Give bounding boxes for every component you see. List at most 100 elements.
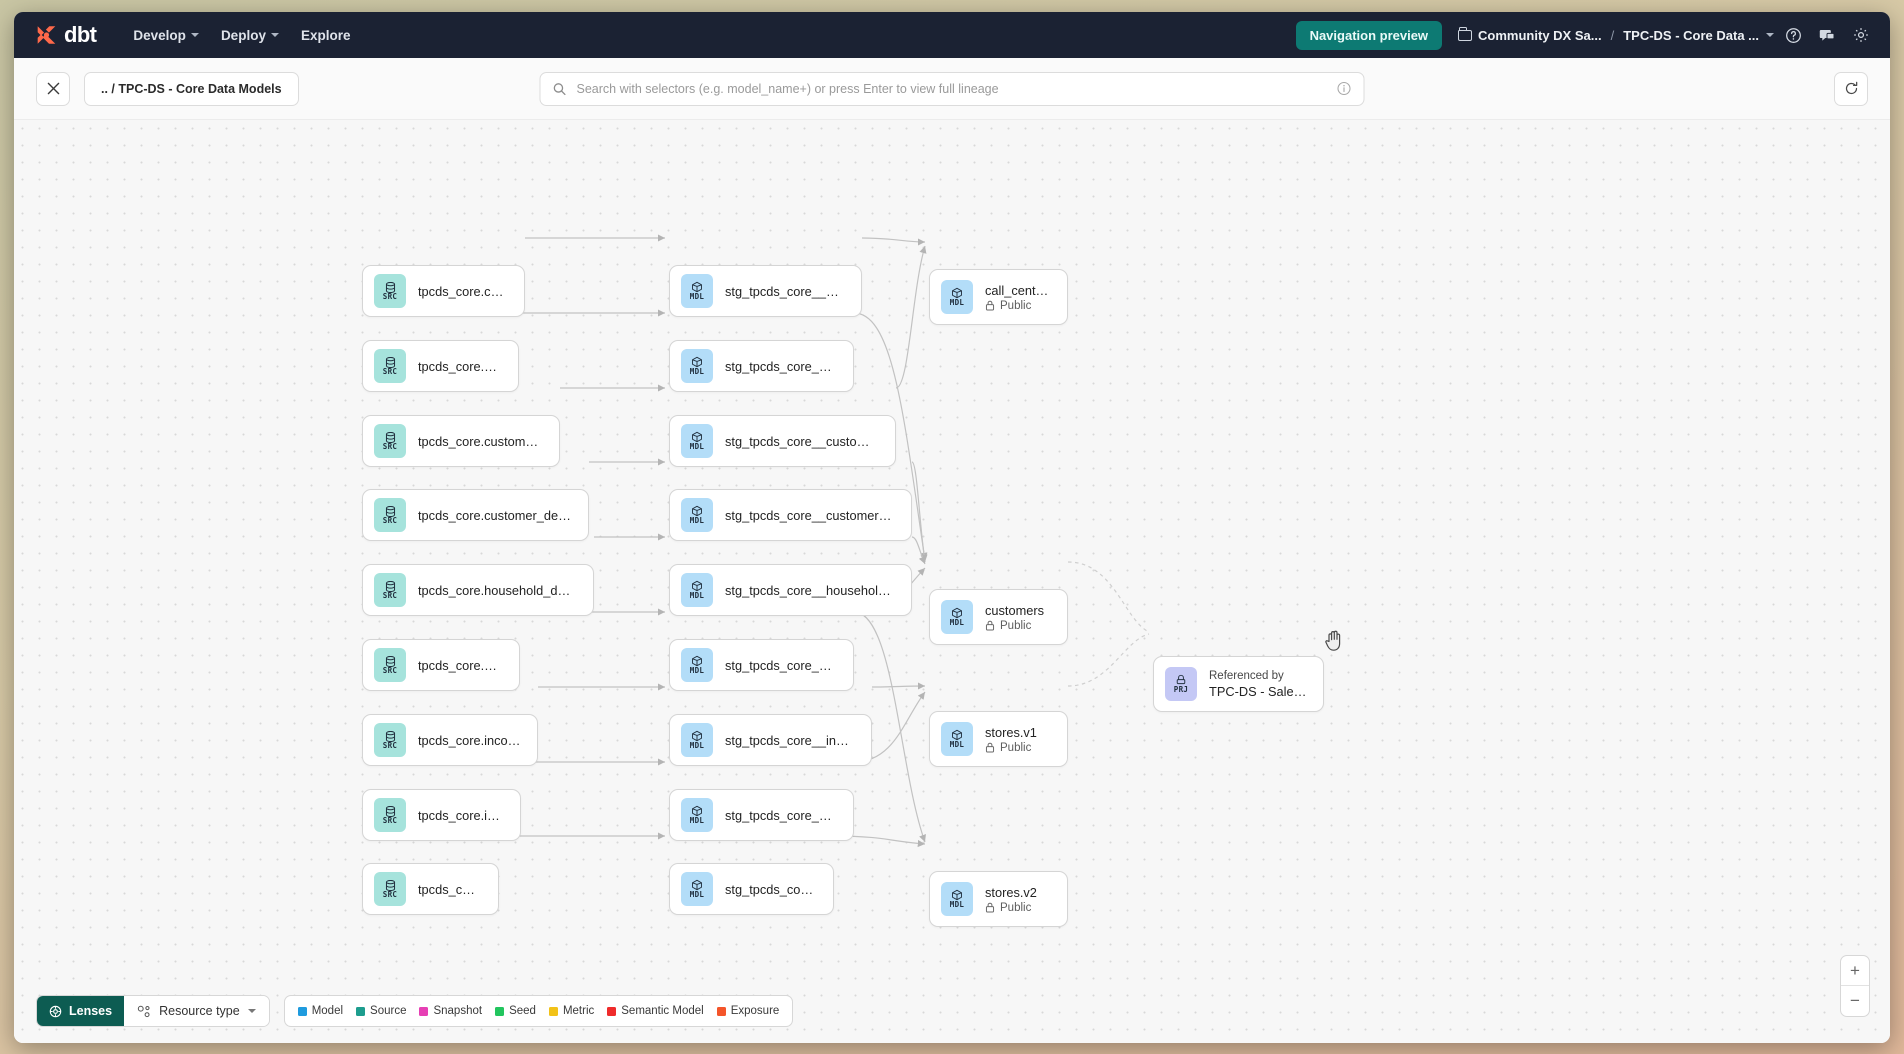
- model-badge-label: MDL: [689, 292, 705, 301]
- node-model[interactable]: MDL stg_tpcds_core__store: [669, 863, 834, 915]
- legend-item-snapshot: Snapshot: [419, 1005, 482, 1017]
- cube-icon: [952, 889, 962, 901]
- feedback-button[interactable]: [1812, 20, 1842, 50]
- search-input[interactable]: [576, 81, 1327, 96]
- node-label: stg_tpcds_core__customer: [725, 358, 837, 374]
- node-model[interactable]: MDL stg_tpcds_core__customer_address: [669, 415, 896, 467]
- node-model-public[interactable]: MDL stores.v1 Public: [929, 711, 1068, 767]
- nav-item-explore[interactable]: Explore: [290, 21, 362, 50]
- chevron-down-icon: [247, 1009, 256, 1013]
- node-model[interactable]: MDL stg_tpcds_core__inventory: [669, 789, 854, 841]
- node-model[interactable]: MDL stg_tpcds_core__income_band: [669, 714, 872, 766]
- node-source[interactable]: SRC tpcds_core.customer: [362, 340, 519, 392]
- node-model-public[interactable]: MDL stores.v2 Public: [929, 871, 1068, 927]
- legend-swatch: [607, 1006, 617, 1016]
- resource-type-icon: [137, 1005, 150, 1017]
- node-source[interactable]: SRC tpcds_core.date_dim: [362, 639, 520, 691]
- breadcrumb-separator: /: [1610, 27, 1615, 43]
- node-source[interactable]: SRC tpcds_core.call_center: [362, 265, 525, 317]
- source-badge-label: SRC: [382, 590, 398, 600]
- source-badge-label: SRC: [382, 515, 398, 525]
- legend-swatch: [716, 1006, 726, 1016]
- node-text: Referenced by TPC-DS - Sales Analytics: [1209, 670, 1307, 699]
- nav-item-deploy[interactable]: Deploy: [210, 21, 290, 50]
- node-text: customers Public: [985, 603, 1044, 632]
- model-badge: MDL: [681, 424, 713, 458]
- node-text: stores.v2 Public: [985, 885, 1037, 914]
- refresh-button[interactable]: [1834, 71, 1868, 106]
- database-icon: [385, 730, 395, 742]
- zoom-in-button[interactable]: +: [1841, 956, 1869, 986]
- database-icon: [385, 879, 395, 891]
- resource-type-dropdown[interactable]: Resource type: [124, 996, 269, 1026]
- chat-feedback-icon: [1819, 29, 1835, 41]
- close-lineage-button[interactable]: [36, 71, 70, 106]
- node-label: tpcds_core.date_dim: [418, 657, 503, 673]
- info-circle-icon[interactable]: [1337, 81, 1352, 96]
- project-breadcrumb[interactable]: TPC-DS - Core Data ...: [1623, 28, 1774, 43]
- node-label: stores.v1: [985, 724, 1037, 740]
- lenses-button[interactable]: Lenses: [37, 996, 125, 1026]
- node-model[interactable]: MDL stg_tpcds_core__date_dim: [669, 639, 854, 691]
- node-model[interactable]: MDL stg_tpcds_core__household_demogr...: [669, 564, 912, 616]
- model-badge: MDL: [681, 349, 713, 383]
- legend-item-source: Source: [356, 1005, 406, 1017]
- dbt-logo-icon: [34, 23, 59, 47]
- node-source[interactable]: SRC tpcds_core.inventory: [362, 789, 521, 841]
- source-badge: SRC: [374, 573, 406, 607]
- toolbar-right: [1834, 71, 1868, 106]
- settings-button[interactable]: [1846, 20, 1876, 50]
- lineage-canvas[interactable]: SRC tpcds_core.call_center SRC tpcds_cor…: [14, 120, 1890, 1043]
- grab-hand-cursor: [1324, 628, 1346, 652]
- resource-type-legend: Model Source Snapshot Seed: [283, 995, 794, 1027]
- node-model-public[interactable]: MDL customers Public: [929, 589, 1068, 645]
- model-badge: MDL: [941, 600, 973, 634]
- source-badge: SRC: [374, 424, 406, 458]
- node-source[interactable]: SRC tpcds_core.customer_address: [362, 415, 560, 467]
- node-label: stores.v2: [985, 884, 1037, 900]
- source-badge-label: SRC: [382, 815, 398, 825]
- model-badge: MDL: [941, 882, 973, 916]
- lock-icon: [985, 300, 995, 311]
- lineage-search: [539, 71, 1365, 106]
- zoom-out-button[interactable]: −: [1850, 991, 1860, 1010]
- account-breadcrumb[interactable]: Community DX Sa...: [1458, 26, 1602, 43]
- legend-label: Semantic Model: [621, 1005, 704, 1017]
- source-badge-label: SRC: [382, 291, 398, 301]
- node-label: tpcds_core.call_center: [418, 283, 508, 299]
- canvas-bottom-bar: Lenses Resource type Model: [36, 995, 794, 1027]
- chevron-down-icon: [1766, 33, 1774, 37]
- node-source[interactable]: SRC tpcds_core.customer_demographics: [362, 489, 589, 541]
- node-source[interactable]: SRC tpcds_core.store: [362, 863, 499, 915]
- legend-label: Exposure: [730, 1005, 780, 1017]
- nav-item-develop[interactable]: Develop: [122, 21, 210, 50]
- node-model[interactable]: MDL stg_tpcds_core__call_center: [669, 265, 862, 317]
- node-model[interactable]: MDL stg_tpcds_core__customer: [669, 340, 854, 392]
- database-icon: [385, 431, 395, 443]
- cube-icon: [692, 281, 702, 293]
- node-source[interactable]: SRC tpcds_core.income_band: [362, 714, 538, 766]
- gear-icon: [1854, 28, 1868, 42]
- navigation-preview-button[interactable]: Navigation preview: [1295, 20, 1443, 50]
- nav-item-develop-label: Develop: [133, 27, 186, 43]
- node-access: Public: [985, 620, 1044, 632]
- help-button[interactable]: [1778, 20, 1808, 50]
- source-badge: SRC: [374, 798, 406, 832]
- dbt-logo[interactable]: dbt: [28, 22, 97, 48]
- project-stack-icon: [1176, 674, 1186, 685]
- close-icon: [47, 82, 59, 95]
- referenced-by-label: Referenced by: [1209, 669, 1284, 682]
- node-project-reference[interactable]: PRJ Referenced by TPC-DS - Sales Analyti…: [1153, 656, 1324, 712]
- source-badge-label: SRC: [382, 366, 398, 376]
- node-label: stg_tpcds_core__call_center: [725, 283, 845, 299]
- node-source[interactable]: SRC tpcds_core.household_demographics: [362, 564, 594, 616]
- database-icon: [385, 655, 395, 667]
- node-model[interactable]: MDL stg_tpcds_core__customer_demogra...: [669, 489, 912, 541]
- model-badge-label: MDL: [689, 816, 705, 825]
- source-badge-label: SRC: [382, 441, 398, 451]
- model-badge-label: MDL: [689, 666, 705, 675]
- legend-label: Source: [370, 1005, 407, 1017]
- lineage-breadcrumb[interactable]: .. / TPC-DS - Core Data Models: [84, 71, 299, 106]
- account-breadcrumb-label: Community DX Sa...: [1478, 27, 1602, 43]
- node-model-public[interactable]: MDL call_centers Public: [929, 269, 1068, 325]
